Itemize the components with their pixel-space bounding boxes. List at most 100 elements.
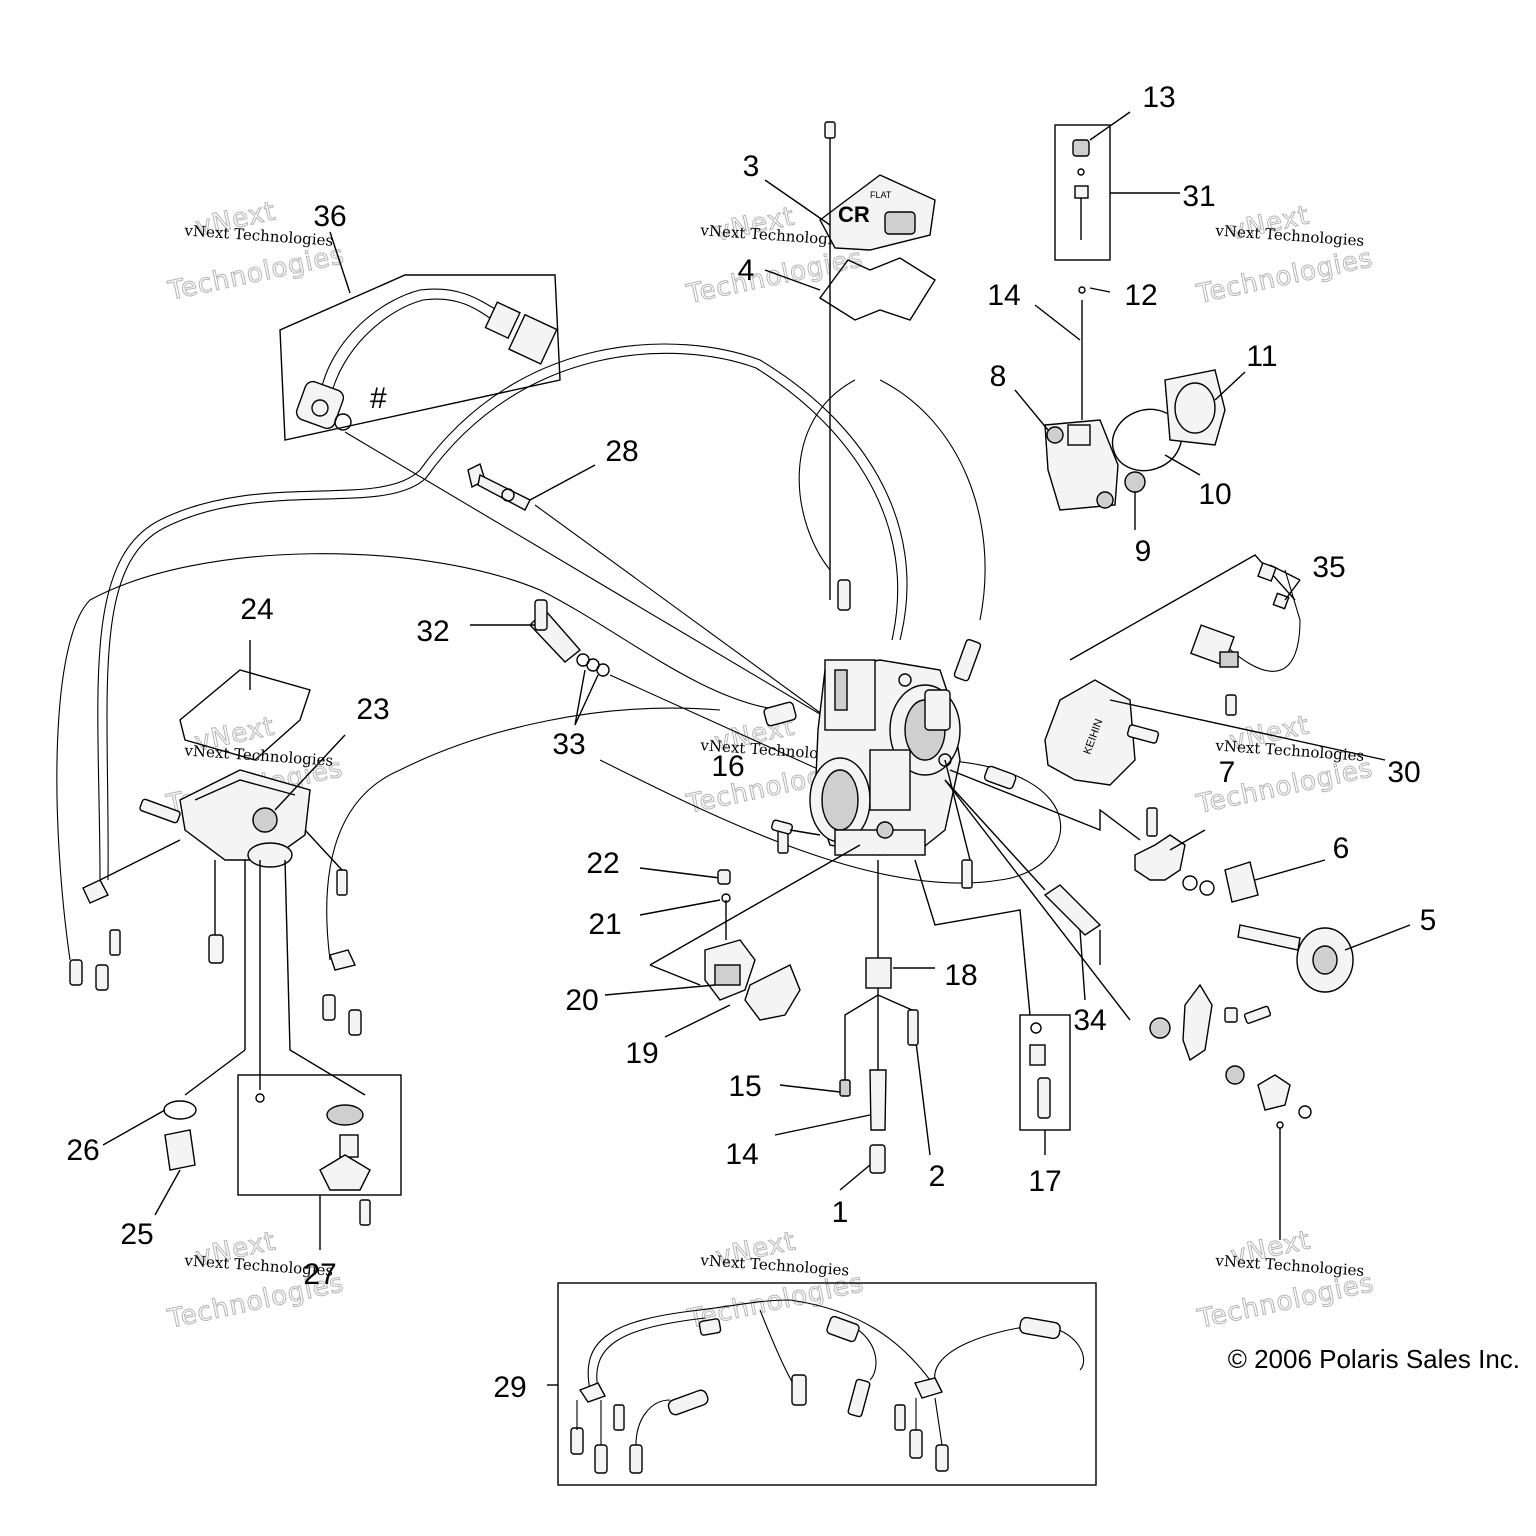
part-4-gasket <box>818 257 936 321</box>
part-34-starter-plunger <box>1043 884 1102 936</box>
part-16-screw-icon <box>771 819 793 835</box>
washer-icon <box>1182 875 1198 891</box>
hose-fitting-side-icon <box>983 765 1017 790</box>
label-17: 17 <box>1028 1165 1061 1198</box>
axis-plug-2 <box>184 1049 246 1096</box>
leader-float-bracket <box>649 844 861 986</box>
label-25: 25 <box>120 1218 153 1251</box>
label-14-top: 14 <box>987 279 1020 312</box>
bowl-screw-icon <box>336 869 348 896</box>
label-23: 23 <box>356 693 389 726</box>
label-36: 36 <box>313 200 346 233</box>
part-36-sensor-harness: # <box>279 274 561 441</box>
choke-cam-icon <box>1257 1074 1291 1111</box>
label-32: 32 <box>416 615 449 648</box>
label-12: 12 <box>1124 279 1157 312</box>
leader-26 <box>102 1109 166 1146</box>
hose-fitting-icon <box>837 579 851 611</box>
part-9-washer-icon <box>1124 471 1146 493</box>
part-23-float-bowl <box>139 769 311 868</box>
drain-fitting-icon <box>208 934 224 964</box>
leader-33 <box>574 669 599 726</box>
label-10: 10 <box>1198 478 1231 511</box>
leader-23 <box>274 734 346 811</box>
leader-21 <box>639 899 721 916</box>
leader-36 <box>329 231 351 294</box>
label-5: 5 <box>1420 904 1437 937</box>
part-26-o-ring <box>163 1100 197 1120</box>
part-12-clip-icon <box>1078 286 1086 294</box>
leader-35-path <box>1069 554 1296 661</box>
axis-choke <box>944 779 1131 1021</box>
carburetor-body <box>809 659 961 856</box>
label-24: 24 <box>240 593 273 626</box>
axis-28 <box>534 504 831 721</box>
choke-nut-icon <box>1224 1007 1238 1023</box>
hose-fitting-right-icon <box>953 638 982 682</box>
axis-34 <box>944 779 1046 891</box>
label-7: 7 <box>1219 756 1236 789</box>
label-3: 3 <box>743 150 760 183</box>
label-20: 20 <box>565 984 598 1017</box>
part-labels: 1 2 3 4 5 6 7 8 9 10 11 12 13 14 14 15 1… <box>66 81 1436 1404</box>
label-15: 15 <box>728 1070 761 1103</box>
part-19-float <box>704 939 801 1021</box>
leader-14-bottom <box>774 1114 871 1136</box>
leader-35b <box>1284 579 1301 601</box>
part-35-connector <box>1189 562 1301 716</box>
axis-32 <box>609 674 821 771</box>
copyright-text: © 2006 Polaris Sales Inc. <box>1228 1344 1520 1374</box>
cover-text: CR <box>838 202 870 227</box>
label-19: 19 <box>625 1037 658 1070</box>
axis-throttle <box>949 769 1141 841</box>
leader-20 <box>604 984 716 996</box>
part-3-top-cover: CR FLAT <box>819 174 936 251</box>
part-14-needle-jet-tube <box>869 1069 887 1131</box>
hose-ends-left <box>69 879 362 1036</box>
part-31-needle-kit <box>1054 124 1111 261</box>
label-14-bottom: 14 <box>725 1138 758 1171</box>
label-27: 27 <box>303 1258 336 1291</box>
check-valve-icon <box>255 1093 265 1103</box>
accel-pump-cover-icon <box>319 1154 371 1191</box>
part-30-throttle-sensor: KEIHIN <box>1044 679 1160 786</box>
svg-text:Technologies: Technologies <box>683 243 865 310</box>
part-28-adjust-screw <box>467 463 531 511</box>
part-5-shaft <box>1237 924 1301 951</box>
leader-14-top <box>1034 304 1081 341</box>
accel-spring-icon <box>339 1134 359 1158</box>
choke-lever-icon <box>1182 983 1213 1062</box>
leader-5 <box>1344 924 1411 951</box>
part-17-plunger-icon <box>1037 1077 1051 1119</box>
leader-28 <box>529 464 596 501</box>
label-18: 18 <box>944 959 977 992</box>
body-screw-right-icon <box>961 859 973 889</box>
screw-axis-right <box>944 759 971 861</box>
leader-7 <box>1169 829 1206 851</box>
part-29-hoses <box>570 1299 1085 1474</box>
svg-text:Technologies: Technologies <box>1193 243 1375 310</box>
label-29: 29 <box>493 1371 526 1404</box>
watermark-top-left-text: vNext Technologies <box>183 221 334 249</box>
part-15-jet-icon <box>839 1079 851 1097</box>
washer-2-icon <box>1199 880 1215 896</box>
leader-13 <box>1089 111 1131 141</box>
axis-bowl-left <box>99 839 181 881</box>
part-7-throttle-lever <box>1134 834 1186 881</box>
vent-hoses <box>56 343 1062 961</box>
leader-19 <box>664 1004 731 1038</box>
part-24-bowl-gasket <box>179 669 311 761</box>
leader-3 <box>764 179 831 226</box>
label-35: 35 <box>1312 551 1345 584</box>
part-2-pilot-jet-icon <box>907 1009 919 1046</box>
label-22: 22 <box>586 847 619 880</box>
leader-34 <box>1079 929 1086 1001</box>
part-27-box <box>237 1074 402 1196</box>
leader-1 <box>839 1164 871 1191</box>
pump-screw-icon <box>359 1199 371 1226</box>
leader-11 <box>1214 371 1246 401</box>
diaphragm-icon <box>326 1104 364 1126</box>
part-11-diaphragm-cover <box>1164 369 1226 446</box>
part-17-spring-icon <box>1029 1044 1046 1066</box>
part-8-piston-housing <box>1044 419 1119 511</box>
